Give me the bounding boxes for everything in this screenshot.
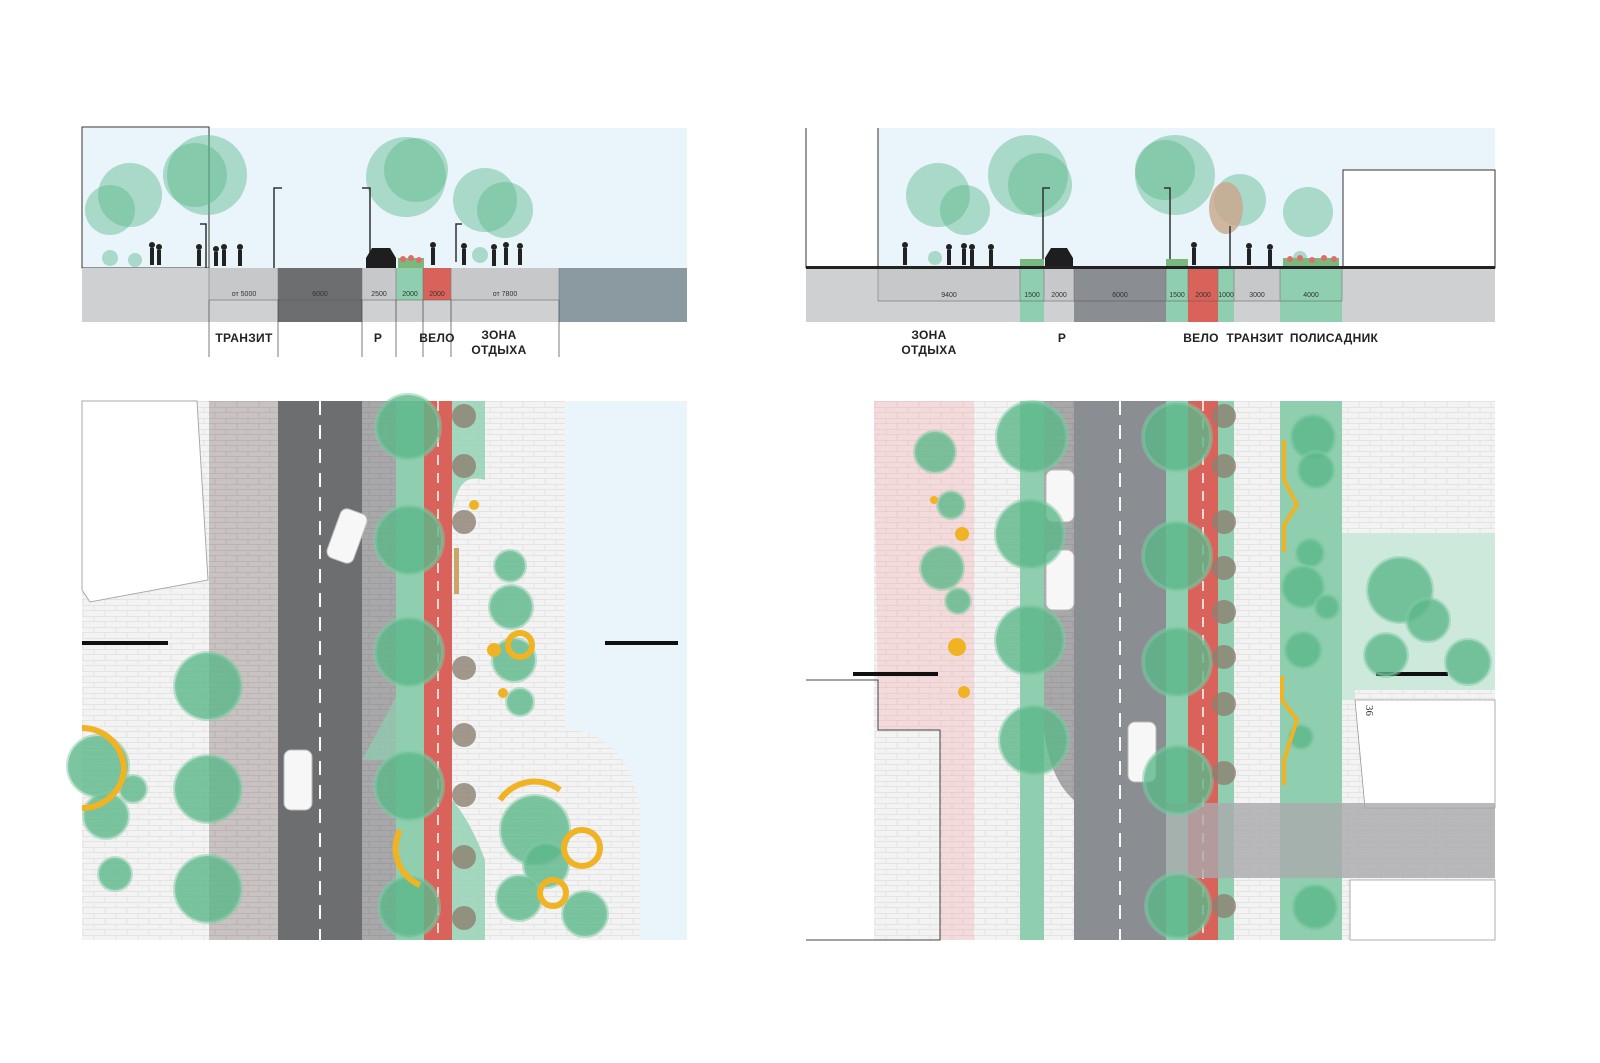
plan-yellow-dots (469, 500, 508, 698)
dim-label: 2500 (371, 291, 387, 298)
parking-strip (1044, 269, 1074, 301)
planter (1020, 255, 1339, 268)
car-icon (326, 508, 368, 564)
zone-label-rest-2: ОТДЫХА (901, 343, 956, 357)
green-strip (1020, 269, 1044, 322)
dim-label: 1500 (1169, 292, 1185, 299)
zone-label-bike: ВЕЛО (1183, 331, 1219, 345)
roadway (278, 268, 362, 322)
ground-left (82, 268, 209, 322)
zone-label-parking: Р (374, 331, 382, 345)
sky-background (82, 128, 687, 268)
dim-label: 2000 (1195, 292, 1211, 299)
plan-yellow-accents (1280, 440, 1300, 785)
rest-zone-strip (451, 268, 559, 300)
plan-trees (66, 393, 609, 939)
left-cross-section: от 5000 6000 2500 2000 2000 от 7800 ТРАН… (81, 126, 687, 357)
dim-label: 1000 (1218, 292, 1234, 299)
dim-label: 6000 (1112, 292, 1128, 299)
car-icon (283, 749, 313, 811)
bike-lane-section (1188, 269, 1218, 322)
roadway (1074, 269, 1166, 322)
building-footprint-2 (1349, 879, 1496, 941)
ground-right (559, 268, 687, 322)
section-trees (85, 135, 533, 267)
zone-label-rest: ЗОНА (911, 328, 946, 342)
pedestrians (902, 242, 1273, 266)
rest-zone-plan (874, 401, 974, 940)
dim-label: от 5000 (232, 291, 257, 298)
right-plan-view: 36 (806, 400, 1496, 941)
bike-lane-section (423, 268, 451, 300)
dim-label: 9400 (941, 292, 957, 299)
building-number: 36 (1363, 705, 1375, 717)
building-footprint (81, 400, 209, 603)
dim-label: 2000 (402, 291, 418, 298)
zone-label-transit: ТРАНЗИТ (215, 331, 273, 345)
parked-car (366, 248, 396, 272)
dim-label: от 7800 (493, 291, 518, 298)
shrub (1209, 182, 1243, 234)
adjacent-area (565, 401, 687, 940)
plan-yellow-dots (930, 496, 970, 698)
zone-label-rest: ЗОНА (481, 328, 516, 342)
zone-label-parking: Р (1058, 331, 1066, 345)
green-strip (396, 268, 423, 300)
zone-label-bike: ВЕЛО (419, 331, 455, 345)
plan-shrubs (1212, 404, 1236, 918)
transit-strip (209, 268, 278, 300)
dim-label: 3000 (1249, 292, 1265, 299)
street-lamps (200, 187, 462, 268)
building-footprint (1354, 699, 1496, 809)
bench-icon (454, 548, 459, 594)
plan-shrubs (452, 404, 476, 930)
plan-yellow-accents (81, 630, 603, 909)
street-lamps (1042, 187, 1231, 268)
dim-label: 2000 (1051, 292, 1067, 299)
dim-label: 2000 (429, 291, 445, 298)
left-plan-view (66, 393, 687, 940)
dim-label: 6000 (312, 291, 328, 298)
transit-strip (1234, 269, 1280, 301)
parking-strip (362, 268, 396, 300)
zone-label-front-garden: ПОЛИСАДНИК (1290, 331, 1379, 345)
zone-label-rest-2: ОТДЫХА (471, 343, 526, 357)
dim-label: 1500 (1024, 292, 1040, 299)
right-cross-section: 9400 1500 2000 6000 1500 2000 1000 3000 … (805, 128, 1496, 357)
dim-label: 4000 (1303, 292, 1319, 299)
building-outline (1342, 169, 1496, 269)
rest-zone-strip (878, 269, 1020, 301)
planter (398, 255, 424, 268)
pedestrians (149, 242, 523, 266)
crossing (1166, 803, 1495, 878)
zone-label-transit: ТРАНЗИТ (1226, 331, 1284, 345)
plan-trees (913, 400, 1492, 940)
front-garden-strip (1280, 269, 1342, 322)
